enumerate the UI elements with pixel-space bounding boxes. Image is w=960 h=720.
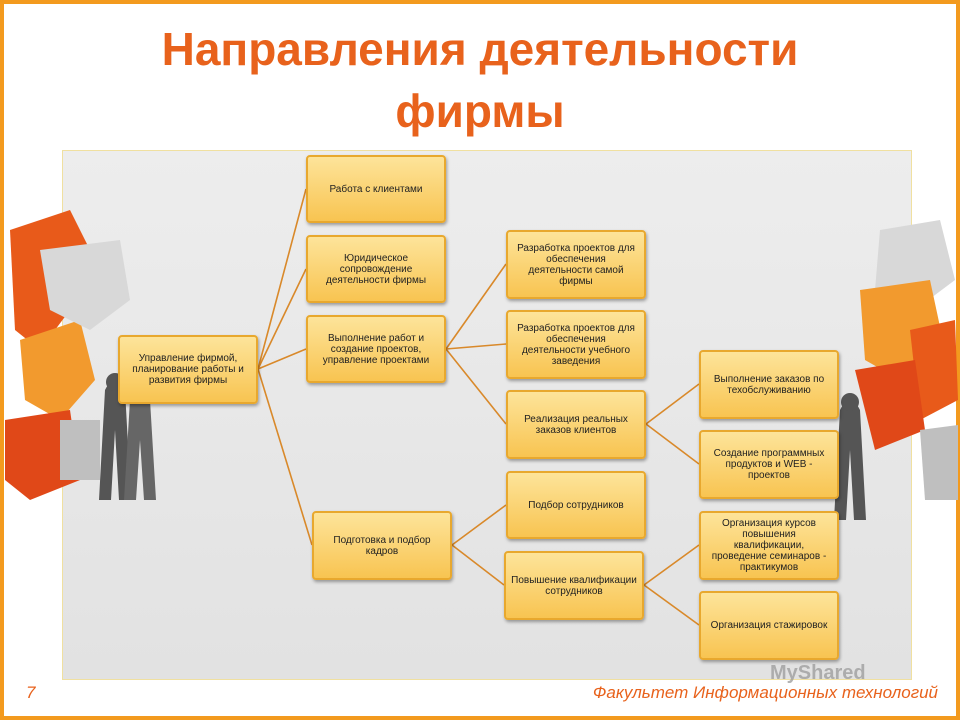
node-internships: Организация стажировок — [699, 591, 839, 660]
node-courses-seminars: Организация курсов повышения квалификаци… — [699, 511, 839, 580]
node-software-web: Создание программных продуктов и WEB - п… — [699, 430, 839, 499]
node-projects-firm: Разработка проектов для обеспечения деят… — [506, 230, 646, 299]
node-project-work: Выполнение работ и создание проектов, уп… — [306, 315, 446, 383]
page-number: 7 — [26, 683, 36, 702]
node-projects-school: Разработка проектов для обеспечения деят… — [506, 310, 646, 379]
page-title: Направления деятельности фирмы — [161, 23, 799, 137]
node-staff-training: Подготовка и подбор кадров — [312, 511, 452, 580]
node-real-orders: Реализация реальных заказов клиентов — [506, 390, 646, 459]
right-puzzle-illustration — [834, 220, 958, 520]
node-legal-support: Юридическое сопровождение деятельности ф… — [306, 235, 446, 303]
node-root: Управление фирмой, планирование работы и… — [118, 335, 258, 404]
node-qualification: Повышение квалификации сотрудников — [504, 551, 644, 620]
left-puzzle-illustration — [5, 210, 156, 500]
watermark: MyShared — [770, 662, 866, 684]
footer-text: Факультет Информационных технологий — [592, 683, 938, 702]
node-recruitment: Подбор сотрудников — [506, 471, 646, 539]
node-client-work: Работа с клиентами — [306, 155, 446, 223]
node-maintenance-orders: Выполнение заказов по техобслуживанию — [699, 350, 839, 419]
